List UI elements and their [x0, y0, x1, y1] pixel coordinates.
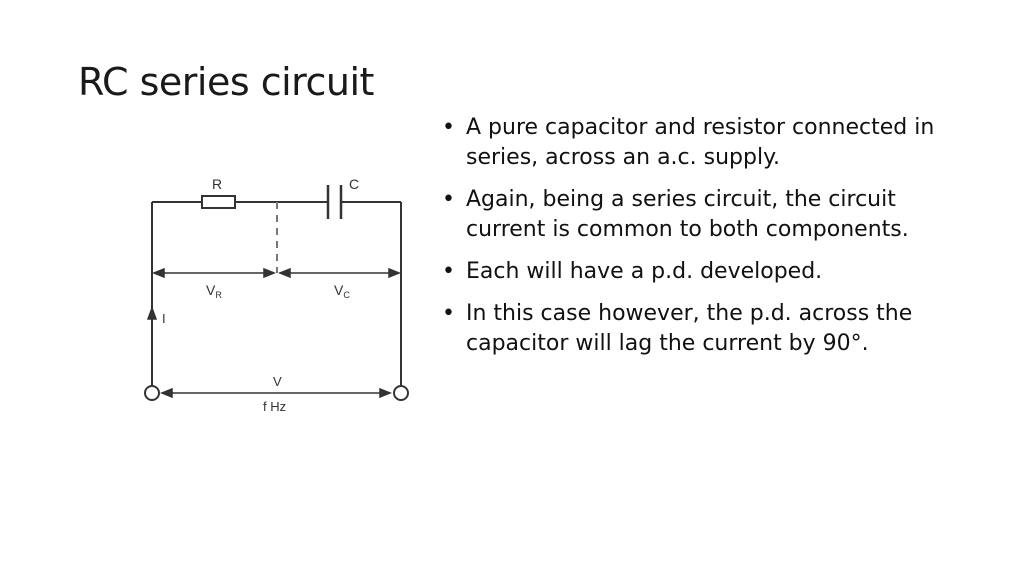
vr-arrow-head-right [263, 267, 277, 279]
label-vr-sub: R [215, 290, 222, 300]
label-vr: VR [206, 282, 222, 300]
vc-arrow-head-left [277, 267, 291, 279]
terminal-right [393, 385, 409, 401]
bullet-marker: • [442, 259, 455, 284]
bullet-text: In this case however, the p.d. across th… [466, 301, 913, 356]
bullet-item: • A pure capacitor and resistor connecte… [440, 113, 960, 173]
label-resistor: R [212, 176, 222, 192]
label-vc-main: V [334, 282, 344, 298]
label-supply-voltage: V [273, 374, 282, 389]
bullet-text: Each will have a p.d. developed. [466, 259, 823, 284]
bullet-item: • In this case however, the p.d. across … [440, 299, 960, 359]
bullet-item: • Each will have a p.d. developed. [440, 257, 960, 287]
bullet-marker: • [442, 187, 455, 212]
resistor-symbol [201, 195, 236, 209]
bullet-text: Again, being a series circuit, the circu… [466, 187, 909, 242]
vc-arrow-head-right [388, 267, 402, 279]
slide-title: RC series circuit [78, 60, 374, 104]
bullet-marker: • [442, 301, 455, 326]
vr-arrow-head-left [151, 267, 165, 279]
terminal-left [144, 385, 160, 401]
bullet-list: • A pure capacitor and resistor connecte… [440, 113, 960, 371]
bullet-marker: • [442, 115, 455, 140]
supply-arrow-head-left [159, 387, 173, 399]
label-vc-sub: C [343, 290, 350, 300]
label-frequency: f Hz [263, 399, 286, 414]
current-arrow-head [146, 305, 158, 320]
bullet-item: • Again, being a series circuit, the cir… [440, 185, 960, 245]
label-current: I [162, 311, 166, 326]
label-vr-main: V [206, 282, 216, 298]
bullet-text: A pure capacitor and resistor connected … [466, 115, 935, 170]
rc-circuit-diagram: R C VR VC I V f Hz [130, 165, 430, 430]
label-vc: VC [334, 282, 350, 300]
label-capacitor: C [349, 176, 359, 192]
supply-arrow-head-right [379, 387, 393, 399]
